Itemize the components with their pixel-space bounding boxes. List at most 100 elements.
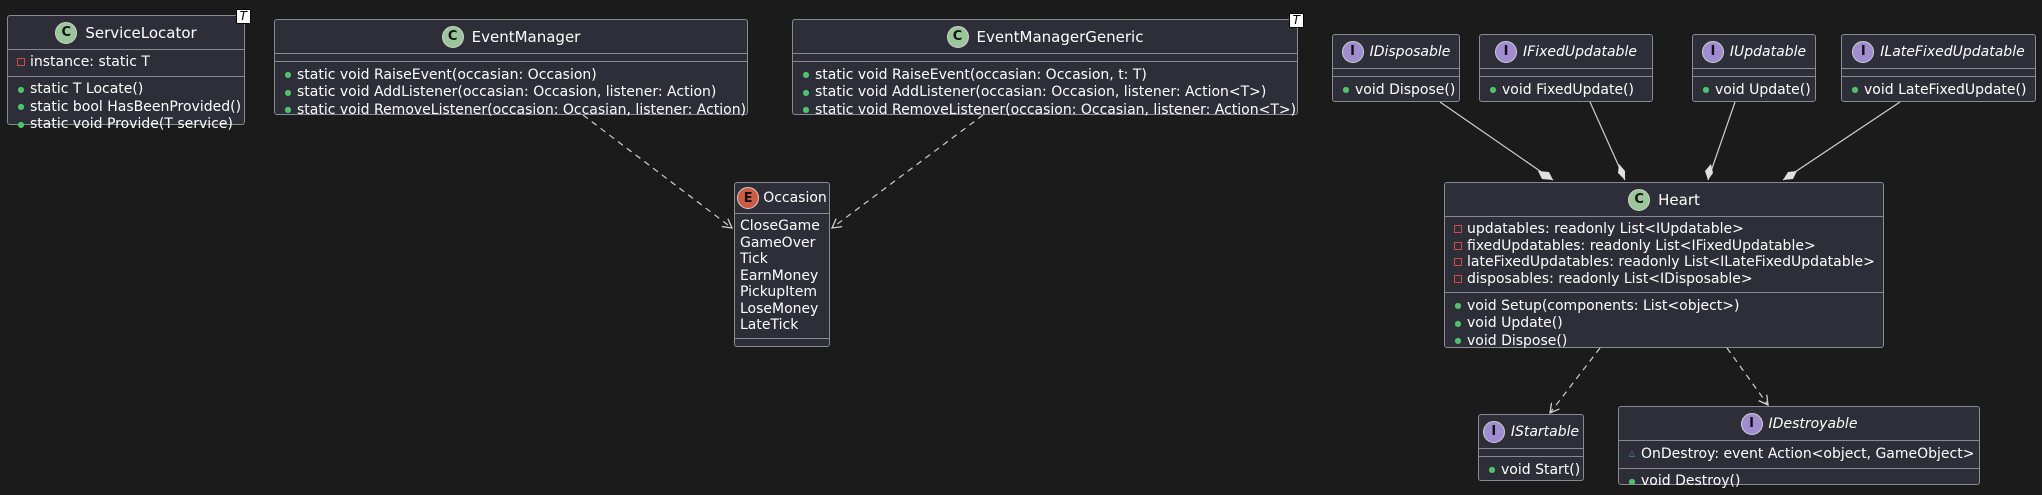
class-stereotype-icon: C <box>55 22 77 44</box>
method-text: void FixedUpdate() <box>1502 82 1634 99</box>
private-marker-icon <box>16 54 26 71</box>
interface-name: IDisposable <box>1370 44 1451 60</box>
field-row: updatables: readonly List<IUpdatable> <box>1453 221 1875 238</box>
class-name: EventManager <box>472 28 581 46</box>
methods-section: void Dispose() <box>1333 77 1459 104</box>
method-row: static void RemoveListener(occasion: Occ… <box>283 101 739 119</box>
field-row: instance: static T <box>16 54 236 71</box>
fields-section <box>793 54 1297 62</box>
class-header: C Heart <box>1445 183 1883 217</box>
field-row: fixedUpdatables: readonly List<IFixedUpd… <box>1453 238 1875 255</box>
enum-name: Occasion <box>763 190 827 206</box>
class-name: EventManagerGeneric <box>977 28 1144 46</box>
method-text: void LateFixedUpdate() <box>1864 82 2026 99</box>
method-text: void Destroy() <box>1641 473 1740 490</box>
interface-name: IStartable <box>1511 424 1579 440</box>
edge-heart-idestroyable <box>1727 348 1768 405</box>
interface-name: IUpdatable <box>1730 44 1806 60</box>
method-text: static void RaiseEvent(occasian: Occasio… <box>297 67 597 84</box>
method-row: static bool HasBeenProvided() <box>16 98 236 116</box>
field-text: updatables: readonly List<IUpdatable> <box>1467 221 1744 238</box>
method-text: void Start() <box>1501 462 1580 479</box>
edge-heart-istartable <box>1550 348 1600 413</box>
methods-section: void Destroy() <box>1619 469 1979 495</box>
interface-stereotype-icon: I <box>1852 41 1874 63</box>
class-name: Heart <box>1658 191 1700 209</box>
methods-section: void Update() <box>1693 77 1815 104</box>
public-marker-icon <box>16 81 26 99</box>
private-marker-icon <box>1453 221 1463 238</box>
method-row: static void RaiseEvent(occasian: Occasio… <box>801 66 1289 84</box>
fields-section: instance: static T <box>8 50 244 77</box>
method-row: void Dispose() <box>1453 332 1875 350</box>
method-text: static bool HasBeenProvided() <box>30 99 241 116</box>
class-event-manager[interactable]: C EventManager static void RaiseEvent(oc… <box>274 19 748 115</box>
interface-istartable[interactable]: I IStartable void Start() <box>1478 414 1584 481</box>
interface-idisposable[interactable]: I IDisposable void Dispose() <box>1332 34 1460 102</box>
methods-section: static void RaiseEvent(occasian: Occasio… <box>793 62 1297 124</box>
method-text: static void RaiseEvent(occasian: Occasio… <box>815 67 1147 84</box>
methods-section <box>735 339 829 346</box>
enum-value: LoseMoney <box>740 301 824 318</box>
public-marker-icon <box>801 66 811 84</box>
public-marker-icon <box>801 101 811 119</box>
class-stereotype-icon: C <box>947 26 969 48</box>
class-event-manager-generic[interactable]: T C EventManagerGeneric static void Rais… <box>792 19 1298 115</box>
method-row: void Setup(components: List<object>) <box>1453 297 1875 315</box>
class-heart[interactable]: C Heart updatables: readonly List<IUpdat… <box>1444 182 1884 348</box>
edge-idisposable-heart <box>1440 102 1553 180</box>
public-marker-icon <box>1850 81 1860 99</box>
method-text: static void RemoveListener(occasion: Occ… <box>815 102 1296 119</box>
interface-header: I IUpdatable <box>1693 35 1815 69</box>
class-service-locator[interactable]: T C ServiceLocator instance: static T st… <box>7 15 245 125</box>
method-row: void LateFixedUpdate() <box>1850 81 2027 99</box>
method-text: void Dispose() <box>1355 82 1455 99</box>
fields-section <box>275 54 747 62</box>
interface-stereotype-icon: I <box>1741 413 1763 435</box>
method-text: void Update() <box>1467 315 1563 332</box>
private-marker-icon <box>1453 271 1463 288</box>
enum-value: LateTick <box>740 317 824 334</box>
edge-eventmanager-occasion <box>583 115 732 228</box>
public-marker-icon <box>16 98 26 116</box>
interface-ilatefixedupdatable[interactable]: I ILateFixedUpdatable void LateFixedUpda… <box>1841 34 2036 102</box>
fields-section: updatables: readonly List<IUpdatable> fi… <box>1445 217 1883 293</box>
methods-section: void Start() <box>1479 457 1583 484</box>
interface-stereotype-icon: I <box>1702 41 1724 63</box>
edge-eventmanagergeneric-occasion <box>832 115 983 228</box>
interface-name: ILateFixedUpdatable <box>1880 44 2024 60</box>
enum-value: GameOver <box>740 235 824 252</box>
class-stereotype-icon: C <box>442 26 464 48</box>
field-text: fixedUpdatables: readonly List<IFixedUpd… <box>1467 238 1816 255</box>
method-row: void Dispose() <box>1341 81 1451 99</box>
public-marker-icon <box>1453 315 1463 333</box>
enum-value: EarnMoney <box>740 268 824 285</box>
methods-section: static T Locate() static bool HasBeenPro… <box>8 77 244 139</box>
public-marker-icon <box>1487 461 1497 479</box>
field-row: OnDestroy: event Action<object, GameObje… <box>1627 445 1971 463</box>
method-row: static void Provide(T service) <box>16 116 236 134</box>
enum-occasion[interactable]: E Occasion CloseGame GameOver Tick EarnM… <box>734 182 830 347</box>
public-marker-icon <box>801 84 811 102</box>
interface-header: I IFixedUpdatable <box>1480 35 1652 69</box>
public-marker-icon <box>283 84 293 102</box>
interface-header: I IDisposable <box>1333 35 1459 69</box>
method-row: static void RaiseEvent(occasian: Occasio… <box>283 66 739 84</box>
methods-section: void Setup(components: List<object>) voi… <box>1445 293 1883 355</box>
composition-diamond-idisposable <box>1538 171 1553 180</box>
fields-section <box>1842 69 2035 77</box>
public-marker-icon <box>1453 297 1463 315</box>
package-marker-icon <box>1627 445 1637 463</box>
field-text: OnDestroy: event Action<object, GameObje… <box>1641 446 1974 463</box>
interface-iupdatable[interactable]: I IUpdatable void Update() <box>1692 34 1816 102</box>
interface-ifixedupdatable[interactable]: I IFixedUpdatable void FixedUpdate() <box>1479 34 1653 102</box>
method-row: void FixedUpdate() <box>1488 81 1644 99</box>
method-text: static void AddListener(occasian: Occasi… <box>815 84 1266 101</box>
fields-section <box>1480 69 1652 77</box>
public-marker-icon <box>1488 81 1498 99</box>
interface-header: I IDestroyable <box>1619 407 1979 441</box>
interface-idestroyable[interactable]: I IDestroyable OnDestroy: event Action<o… <box>1618 406 1980 485</box>
private-marker-icon <box>1453 254 1463 271</box>
method-row: static void AddListener(occasian: Occasi… <box>801 84 1289 102</box>
public-marker-icon <box>16 116 26 134</box>
